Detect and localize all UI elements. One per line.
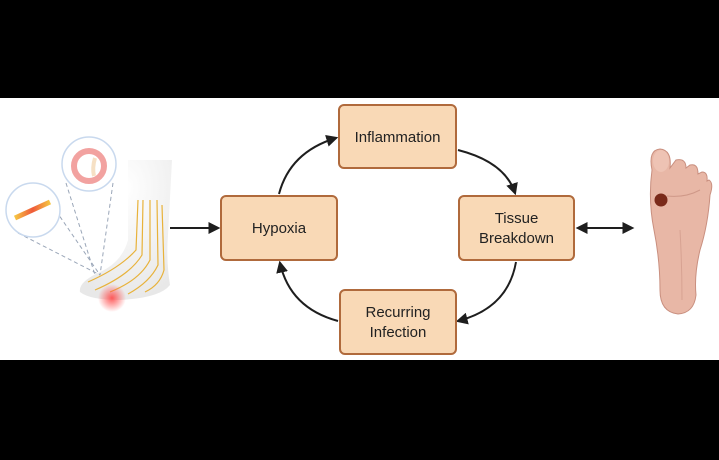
node-label-line1: Recurring — [365, 304, 430, 321]
node-label: Hypoxia — [252, 220, 307, 237]
arrow-tissue-to-infection — [455, 261, 517, 325]
arrow-hypoxia-to-inflammation — [278, 135, 339, 195]
ulcer-wound — [654, 193, 668, 207]
node-tissue-breakdown: Tissue Breakdown — [458, 195, 575, 261]
node-inflammation: Inflammation — [338, 104, 457, 169]
arrow-inflammation-to-tissue — [457, 149, 518, 196]
node-label-line1: Tissue — [495, 210, 539, 227]
foot-sole-ulcer-illustration — [649, 148, 713, 315]
node-hypoxia: Hypoxia — [220, 195, 338, 261]
bottom-black-bar — [0, 360, 719, 460]
arrow-infection-to-hypoxia — [276, 260, 339, 322]
node-label-line2: Infection — [370, 324, 427, 341]
top-black-bar — [0, 0, 719, 98]
node-label-line2: Breakdown — [479, 230, 554, 247]
node-label: Inflammation — [355, 129, 441, 146]
node-recurring-infection: Recurring Infection — [339, 289, 457, 355]
neuropathic-foot-illustration — [5, 136, 172, 312]
